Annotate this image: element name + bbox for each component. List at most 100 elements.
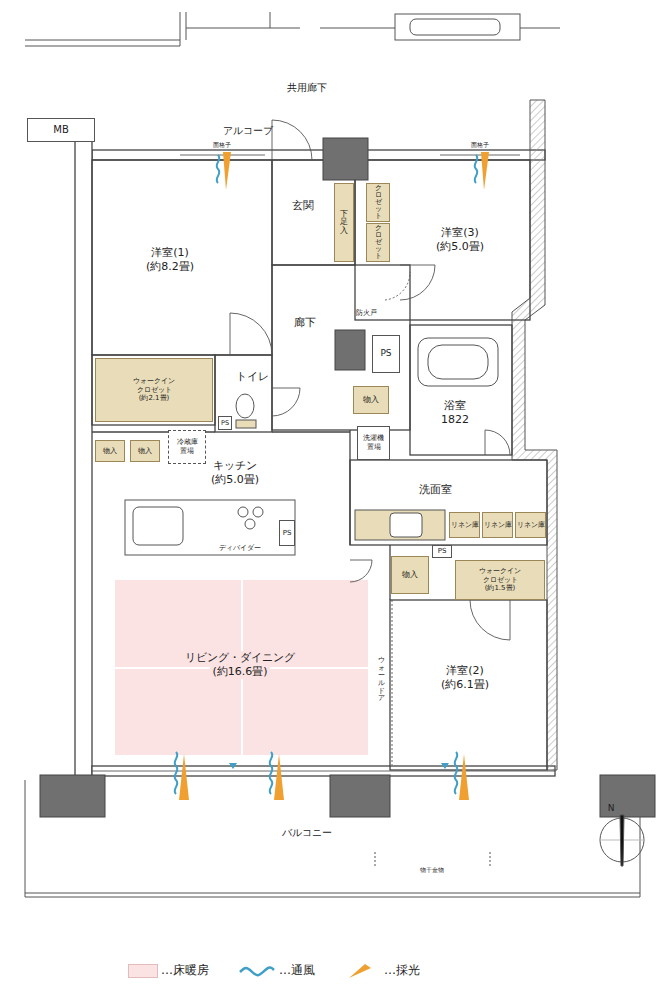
linen-storage: リネン庫 — [482, 512, 513, 538]
pipe-space: PS — [279, 520, 295, 546]
room-walls — [215, 355, 272, 432]
fixtures — [390, 513, 422, 537]
door-swings — [230, 120, 510, 765]
daylight-symbol — [223, 152, 231, 190]
outer-walls — [92, 771, 555, 772]
fixtures — [253, 507, 263, 517]
pipe-space: PS — [372, 335, 400, 373]
room-name: 玄関 — [292, 199, 314, 213]
door-swings — [392, 600, 393, 765]
room-name: 洗面室 — [419, 483, 452, 497]
legend-ventilation-symbol — [240, 967, 274, 975]
daylight-symbol — [179, 152, 489, 800]
daylight-symbol — [481, 152, 489, 190]
meter-box: MB — [27, 118, 95, 142]
outer-walls — [75, 140, 92, 776]
linen-storage: リネン庫 — [515, 512, 546, 538]
room-area: 玄関 — [280, 195, 325, 217]
door-swings — [385, 272, 410, 300]
neighbour-building — [25, 12, 560, 46]
daylight-symbol — [459, 754, 469, 800]
room-walls — [92, 355, 215, 425]
alcove-label: アルコーブ — [223, 125, 273, 137]
ventilation-symbol — [475, 155, 478, 183]
door-swings — [485, 430, 510, 455]
legend-item: …床暖房 — [128, 962, 209, 979]
room-walls — [92, 160, 547, 770]
room-name: キッチン — [213, 459, 257, 473]
area-note: (約5.0畳) — [211, 473, 259, 487]
balcony — [25, 780, 640, 897]
room-area: 洋室(1)(約8.2畳) — [110, 232, 230, 287]
pillars — [323, 138, 368, 180]
outer-walls — [75, 140, 555, 776]
drying-hardware-label: 物干金物 — [420, 866, 444, 873]
door-swings — [272, 388, 300, 416]
room-name: リネン庫 — [517, 521, 545, 530]
window-marker — [441, 763, 449, 769]
legend-text: …通風 — [279, 962, 315, 979]
room-name: 洋室(2) — [446, 664, 484, 678]
room-area: リビング・ダイニング(約16.6畳) — [175, 640, 305, 690]
room-name: 洋室(3) — [441, 226, 479, 240]
hatched-wall — [512, 100, 557, 770]
legend-ventilation-symbol — [238, 963, 276, 979]
area-note: (約6.1畳) — [441, 678, 489, 692]
door-swings — [400, 265, 435, 300]
legend-item: …採光 — [343, 962, 420, 979]
washer-space: 洗濯機 置場 — [357, 426, 390, 460]
room-name: 廊下 — [294, 316, 316, 330]
area-note: (約5.0畳) — [436, 240, 484, 254]
room-name: クロゼット — [375, 185, 382, 221]
room-name: 物入 — [138, 447, 152, 456]
area-note: 1822 — [441, 413, 469, 427]
room-walls — [92, 430, 390, 600]
ventilation-symbol — [270, 752, 273, 794]
ventilation-symbol — [175, 752, 178, 794]
window-marker — [229, 763, 237, 769]
room-name: PS — [221, 419, 229, 427]
window-grille-label: 面格子 — [213, 141, 231, 148]
room-walls — [355, 160, 530, 320]
fixtures — [236, 394, 254, 418]
room-area: キッチン(約5.0畳) — [200, 455, 270, 490]
door-swings — [470, 600, 510, 640]
room-name: 物入 — [363, 395, 379, 404]
neighbour-building — [25, 12, 300, 46]
door-swings — [230, 313, 272, 355]
balcony — [25, 780, 640, 897]
room-walls — [350, 460, 547, 545]
pillars — [335, 330, 365, 370]
room-walls — [272, 265, 410, 430]
room-area: 浴室1822 — [425, 395, 485, 430]
room-area: 廊下 — [285, 312, 325, 334]
floor-heating — [115, 580, 368, 755]
fixtures — [355, 510, 445, 540]
shoe-storage: 下足入 — [334, 183, 354, 262]
room-name: ウォークイン クロゼット — [475, 567, 525, 585]
room-name: リネン庫 — [451, 521, 479, 530]
room-name: 物入 — [402, 570, 418, 579]
storage-box: 物入 — [130, 440, 160, 462]
closet-box: クロゼット — [366, 223, 390, 262]
room-name: MB — [53, 124, 69, 137]
floor-heating — [115, 580, 368, 755]
pipe-space: PS — [218, 416, 232, 430]
fire-door-label: 防火戸 — [356, 309, 377, 317]
ventilation-symbol — [217, 155, 220, 183]
compass — [600, 815, 644, 866]
divider-label: ディバイダー — [219, 544, 261, 552]
room-name: リビング・ダイニング — [183, 651, 297, 665]
ventilation-symbol — [455, 752, 458, 794]
wall-door-label: ウォールドア — [378, 657, 385, 703]
area-note: (約2.1畳) — [139, 394, 170, 403]
area-note: (約16.6畳) — [210, 665, 269, 679]
room-name: 冷蔵庫 置場 — [174, 438, 200, 456]
area-note: (約8.2畳) — [146, 260, 194, 274]
pillars — [40, 775, 105, 817]
fixtures — [418, 338, 498, 386]
door-swings — [272, 120, 312, 160]
room-area: トイレ — [232, 366, 272, 388]
storage-box: 物入 — [391, 556, 429, 594]
room-name: トイレ — [236, 370, 269, 384]
